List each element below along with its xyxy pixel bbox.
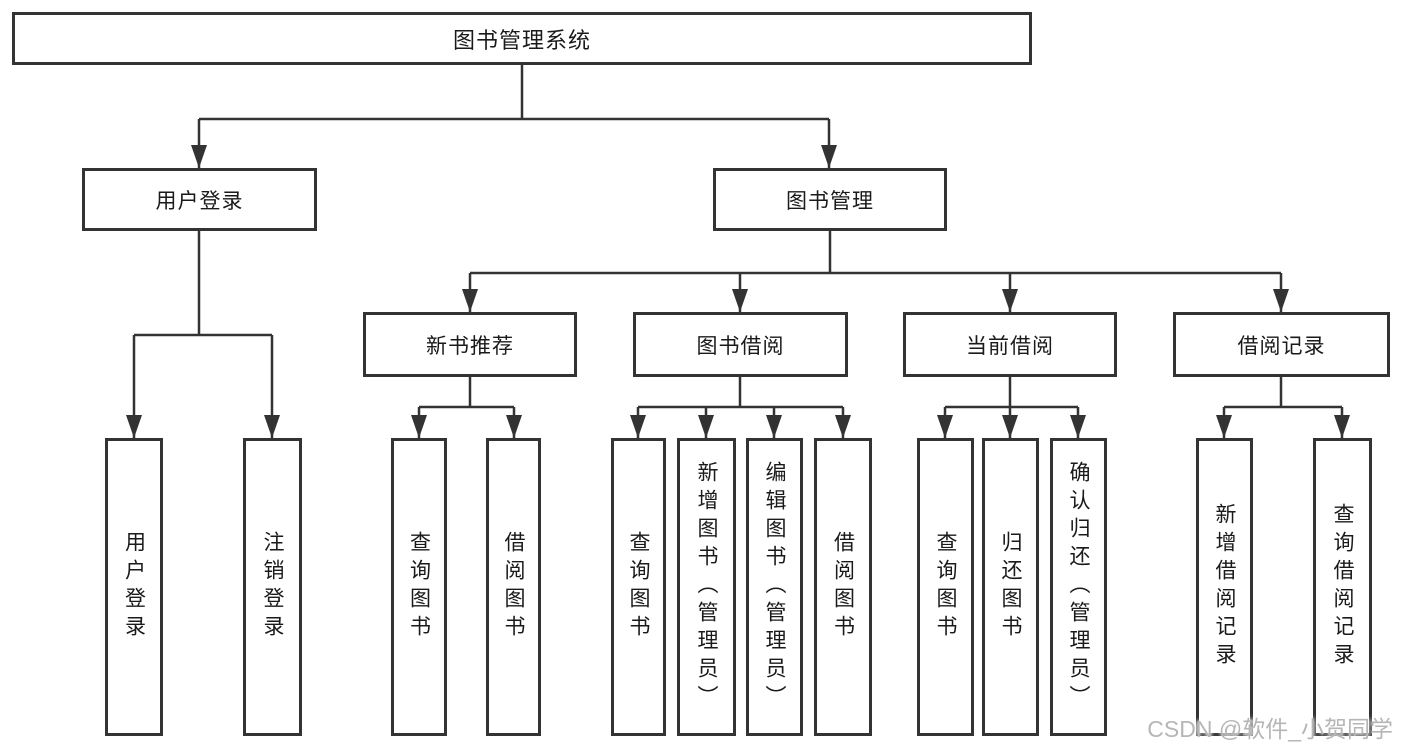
node-leaf-borrow-books-2: 借阅图书 (814, 438, 872, 736)
node-label: 图书管理系统 (452, 27, 591, 53)
node-leaf-logout: 注销登录 (243, 438, 302, 736)
node-label: 查询图书 (934, 531, 957, 643)
node-label: 确认归还（管理员） (1067, 461, 1090, 713)
node-label: 新书推荐 (426, 334, 514, 358)
node-label: 借阅图书 (831, 531, 855, 643)
node-label: 注销登录 (261, 531, 284, 643)
node-leaf-query-books-2: 查询图书 (611, 438, 666, 736)
node-label: 借阅图书 (502, 531, 525, 643)
node-label: 图书借阅 (696, 334, 785, 358)
node-label: 查询借阅记录 (1331, 503, 1354, 671)
node-label: 查询图书 (407, 531, 431, 643)
node-label: 用户登录 (122, 531, 146, 643)
node-book-borrow: 图书借阅 (633, 312, 848, 377)
node-user-login: 用户登录 (82, 168, 317, 231)
node-label: 用户登录 (155, 189, 244, 213)
node-label: 查询图书 (627, 531, 650, 643)
watermark: CSDN @软件_小贺同学 (1147, 716, 1393, 742)
node-leaf-add-borrow-record: 新增借阅记录 (1196, 438, 1253, 736)
node-label: 新增图书（管理员） (695, 461, 718, 713)
node-leaf-confirm-return-admin: 确认归还（管理员） (1050, 438, 1107, 736)
node-leaf-add-books-admin: 新增图书（管理员） (677, 438, 736, 736)
node-leaf-borrow-books-1: 借阅图书 (486, 438, 541, 736)
arrowhead-icons (126, 145, 1350, 438)
node-label: 借阅记录 (1237, 334, 1326, 358)
node-label: 图书管理 (786, 189, 874, 213)
node-label: 编辑图书（管理员） (763, 461, 786, 713)
node-root-system: 图书管理系统 (12, 12, 1032, 65)
node-leaf-query-books-1: 查询图书 (391, 438, 447, 736)
node-leaf-query-borrow-record: 查询借阅记录 (1313, 438, 1372, 736)
node-current-borrow: 当前借阅 (903, 312, 1117, 377)
node-borrow-records: 借阅记录 (1173, 312, 1390, 377)
tree-connectors (132, 65, 1344, 438)
node-label: 归还图书 (999, 531, 1022, 643)
node-label: 当前借阅 (966, 334, 1054, 358)
node-leaf-user-login: 用户登录 (105, 438, 163, 736)
node-label: 新增借阅记录 (1213, 503, 1236, 671)
node-new-book-recommend: 新书推荐 (363, 312, 577, 377)
node-leaf-return-books: 归还图书 (982, 438, 1039, 736)
node-book-management: 图书管理 (713, 168, 947, 231)
node-leaf-query-books-3: 查询图书 (917, 438, 974, 736)
node-leaf-edit-books-admin: 编辑图书（管理员） (746, 438, 803, 736)
